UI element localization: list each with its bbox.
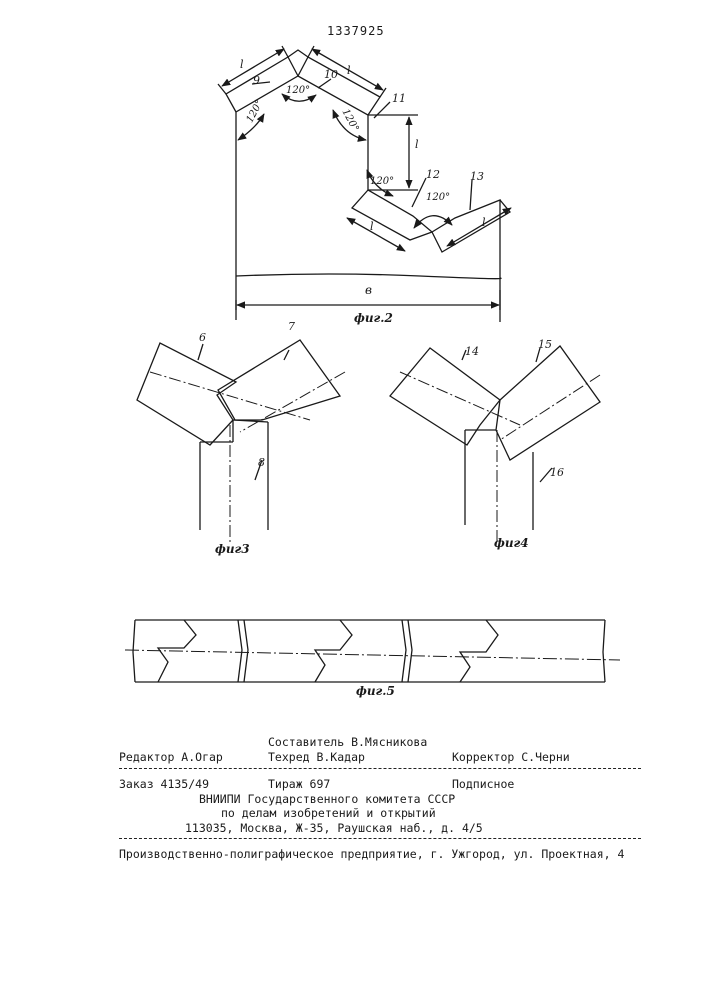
colophon-address: 113035, Москва, Ж-35, Раушская наб., д. … [185,821,483,835]
figure-5-caption: фиг.5 [356,684,395,698]
colophon-editor: Редактор А.Огар [119,750,223,764]
separator-line [119,768,641,769]
colophon-techred: Техред В.Кадар [268,750,365,764]
colophon-printer: Производственно-полиграфическое предприя… [119,847,624,861]
colophon-circulation: Тираж 697 [268,777,330,791]
separator-line [119,838,641,839]
colophon-corrector: Корректор С.Черни [452,750,570,764]
colophon-subscription: Подписное [452,777,514,791]
figure-5-drawing [0,0,707,700]
colophon-organization: ВНИИПИ Государственного комитета СССР [199,792,455,806]
colophon-order: Заказ 4135/49 [119,777,209,791]
colophon-organization-sub: по делам изобретений и открытий [221,806,436,820]
colophon-compiler: Составитель В.Мясникова [268,735,427,749]
